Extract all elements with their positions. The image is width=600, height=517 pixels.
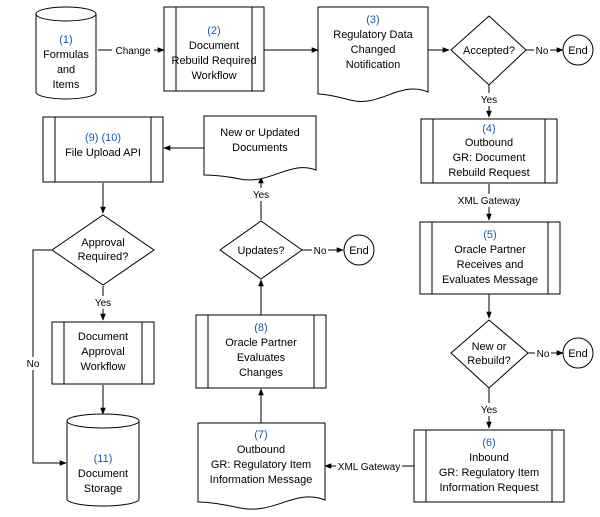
node-partner-evaluates-message: (5) Oracle Partner Receives and Evaluate… <box>419 221 561 295</box>
node-new-docs-line-2: Documents <box>232 142 288 154</box>
node-upload-line-1: File Upload API <box>65 147 141 159</box>
node-storage-line-2: Storage <box>84 483 123 495</box>
edge-label-approval-no: No <box>27 359 40 370</box>
node-document-storage: (11) Document Storage <box>66 413 140 507</box>
node-doc-rebuild-workflow: (2) Document Rebuild Required Workflow <box>163 6 265 92</box>
node-doc-rebuild-line-2: Rebuild Required <box>172 55 257 67</box>
edge-label-xml-gateway-1: XML Gateway <box>458 196 520 207</box>
node-partner-changes-line-3: Changes <box>239 367 284 379</box>
decision-accepted: Accepted? <box>450 15 527 86</box>
terminal-end-1-label: End <box>568 45 588 57</box>
terminal-end-3: End <box>343 234 375 266</box>
edge-label-new-rebuild-yes: Yes <box>481 405 497 416</box>
edge-label-updates-yes: Yes <box>253 190 269 201</box>
terminal-end-3-label: End <box>349 245 369 257</box>
node-formulas-line-2: and <box>57 64 75 76</box>
edge-label-xml-gateway-2: XML Gateway <box>338 462 400 473</box>
node-partner-eval-line-1: Oracle Partner <box>454 244 526 256</box>
node-file-upload-api: (9) (10) File Upload API <box>42 116 164 183</box>
node-approval-wf-line-3: Workflow <box>80 361 125 373</box>
node-inbound-line-3: Information Request <box>439 482 538 494</box>
decision-approval-required: Approval Required? <box>51 214 155 286</box>
node-doc-rebuild-line-1: Document <box>189 40 239 52</box>
node-outbound-request-line-1: Outbound <box>465 137 513 149</box>
node-partner-eval-number: (5) <box>483 229 496 241</box>
edges: Change No Yes XML Gateway No Yes XML Gat… <box>25 43 564 473</box>
node-formulas-items: (1) Formulas and Items <box>35 6 97 100</box>
decision-new-rebuild-line-1: New or <box>472 341 507 353</box>
node-regulatory-line-1: Regulatory Data <box>333 29 413 41</box>
terminal-end-2: End <box>562 337 594 369</box>
node-storage-number: (11) <box>94 453 113 465</box>
node-approval-wf-line-2: Approval <box>81 346 124 358</box>
node-regulatory-notification: (3) Regulatory Data Changed Notification <box>317 6 429 102</box>
terminal-end-2-label: End <box>568 348 588 360</box>
edge-label-accepted-no: No <box>536 46 549 57</box>
node-partner-eval-line-2: Receives and <box>457 259 524 271</box>
node-regulatory-line-2: Changed <box>351 44 396 56</box>
node-document-approval-workflow: Document Approval Workflow <box>51 321 155 385</box>
decision-new-rebuild-line-2: Rebuild? <box>467 355 510 367</box>
edge-label-change: Change <box>115 46 150 57</box>
node-upload-number: (9) (10) <box>85 132 121 144</box>
node-regulatory-number: (3) <box>366 14 379 26</box>
node-partner-evaluates-changes: (8) Oracle Partner Evaluates Changes <box>195 314 327 389</box>
node-outbound-request-number: (4) <box>482 123 495 135</box>
node-formulas-line-3: Items <box>53 79 80 91</box>
edge-label-new-rebuild-no: No <box>537 349 550 360</box>
node-outbound-info-message: (7) Outbound GR: Regulatory Item Informa… <box>197 422 326 510</box>
decision-accepted-label: Accepted? <box>463 45 515 57</box>
decision-new-or-rebuild: New or Rebuild? <box>450 319 529 389</box>
node-new-updated-documents: New or Updated Documents <box>203 115 317 181</box>
node-inbound-line-2: GR: Regulatory Item <box>439 467 539 479</box>
node-regulatory-line-3: Notification <box>346 59 400 71</box>
edge-label-approval-yes: Yes <box>95 298 111 309</box>
node-outbound-rebuild-request: (4) Outbound GR: Document Rebuild Reques… <box>420 118 558 184</box>
node-new-docs-line-1: New or Updated <box>220 127 300 139</box>
node-partner-changes-line-2: Evaluates <box>237 352 286 364</box>
node-approval-wf-line-1: Document <box>78 331 128 343</box>
node-outbound-message-number: (7) <box>254 429 267 441</box>
node-doc-rebuild-line-3: Workflow <box>191 70 236 82</box>
decision-updates-label: Updates? <box>237 245 284 257</box>
node-outbound-message-line-2: GR: Regulatory Item <box>211 459 311 471</box>
node-outbound-message-line-1: Outbound <box>237 444 285 456</box>
decision-approval-line-2: Required? <box>78 251 129 263</box>
edge-approval-to-storage-no <box>32 249 67 466</box>
node-inbound-line-1: Inbound <box>469 452 509 464</box>
node-partner-changes-line-1: Oracle Partner <box>225 337 297 349</box>
node-outbound-request-line-3: Rebuild Request <box>448 167 529 179</box>
terminal-end-1: End <box>562 34 594 66</box>
edge-label-updates-no: No <box>314 246 327 257</box>
node-partner-changes-number: (8) <box>254 322 267 334</box>
decision-approval-line-1: Approval <box>81 237 124 249</box>
node-inbound-info-request: (6) Inbound GR: Regulatory Item Informat… <box>413 429 565 503</box>
node-inbound-number: (6) <box>482 437 495 449</box>
node-formulas-number: (1) <box>59 34 72 46</box>
node-storage-line-1: Document <box>78 468 128 480</box>
edge-label-accepted-yes: Yes <box>481 95 497 106</box>
decision-updates: Updates? <box>219 220 303 280</box>
node-outbound-request-line-2: GR: Document <box>453 152 526 164</box>
node-doc-rebuild-number: (2) <box>207 25 220 37</box>
node-partner-eval-line-3: Evaluates Message <box>442 274 538 286</box>
node-formulas-line-1: Formulas <box>43 49 89 61</box>
node-outbound-message-line-3: Information Message <box>210 474 313 486</box>
